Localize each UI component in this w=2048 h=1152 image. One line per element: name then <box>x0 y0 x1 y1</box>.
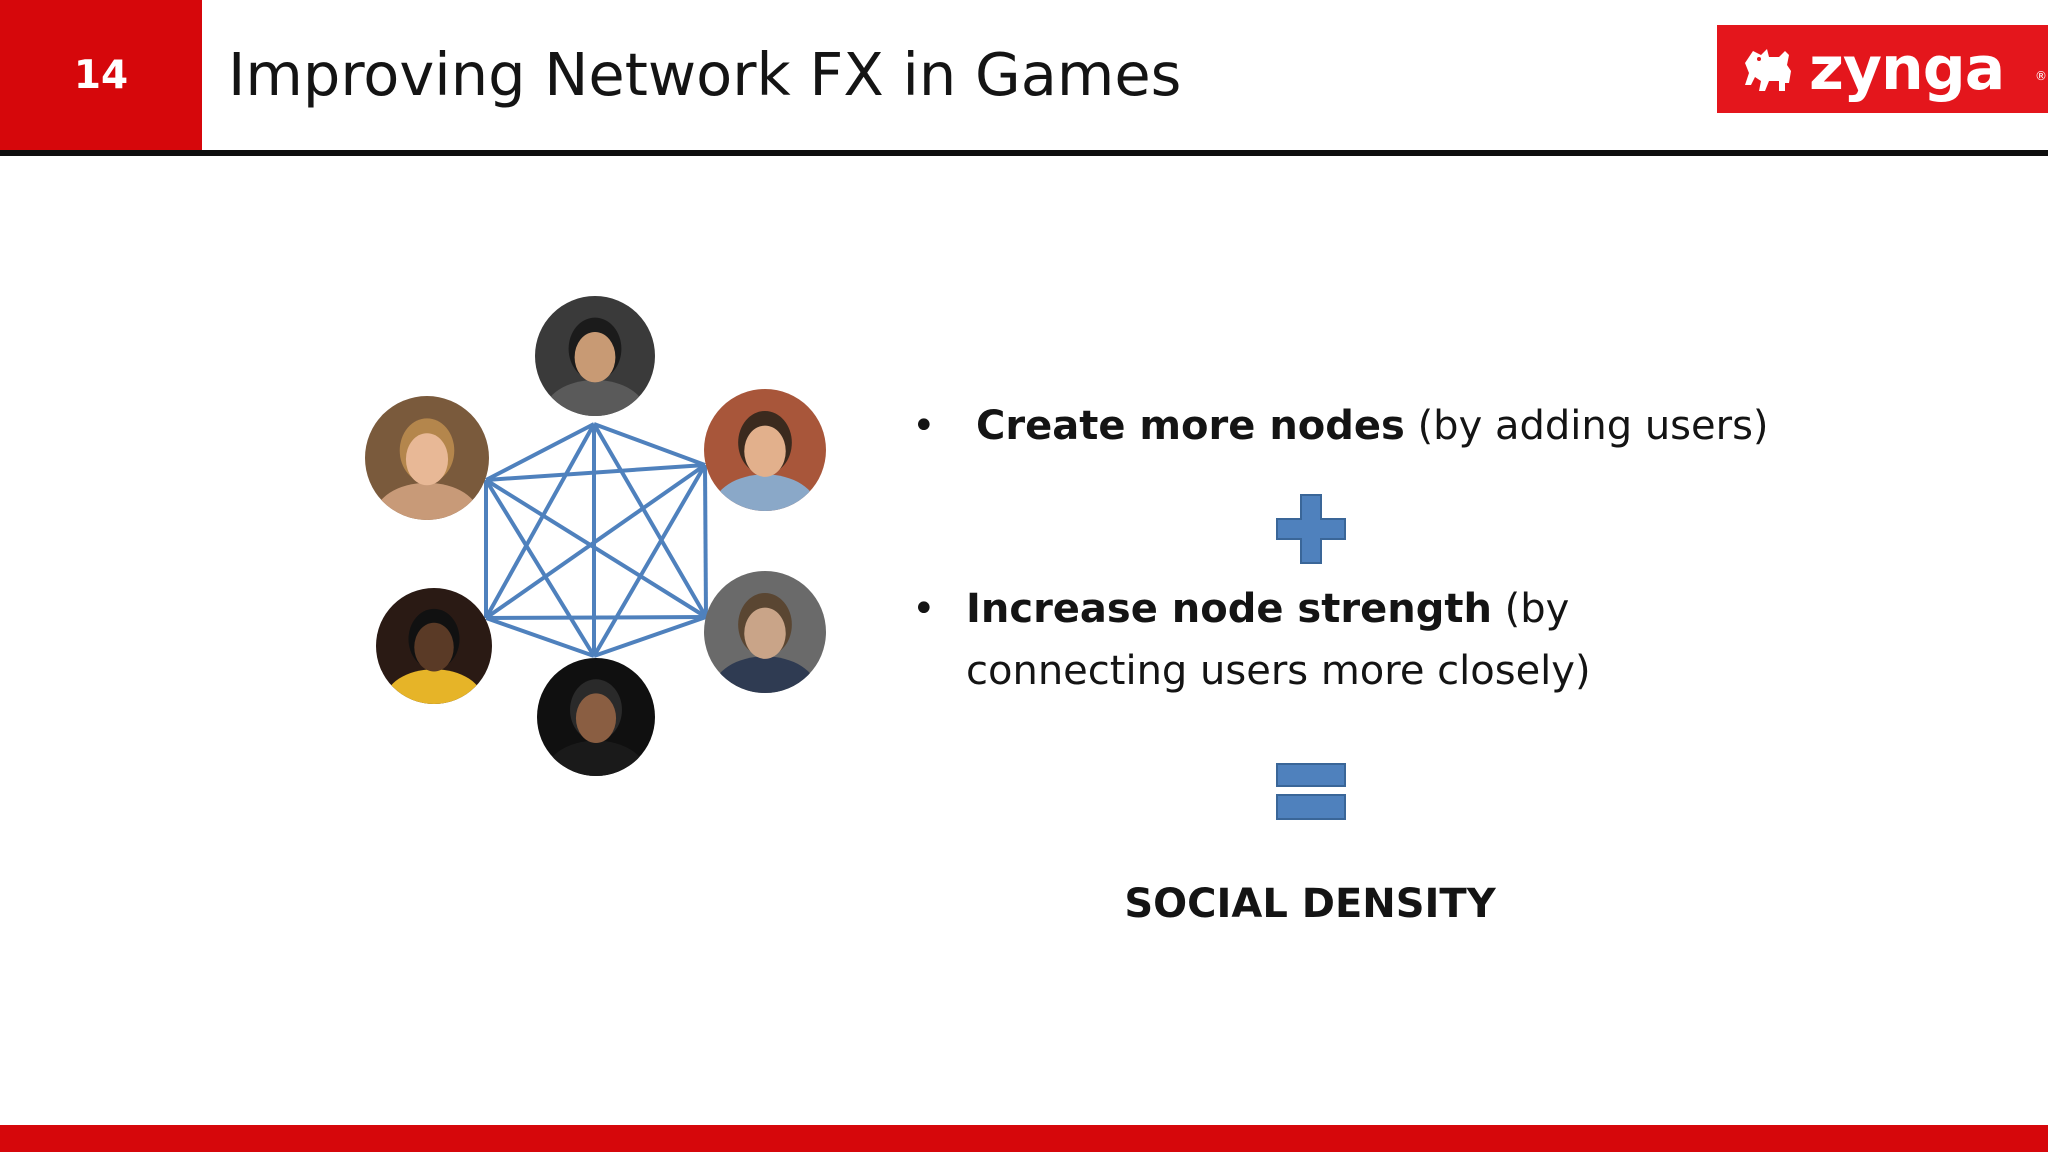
avatar <box>704 389 826 511</box>
network-edge <box>484 463 707 620</box>
plus-icon <box>1276 494 1346 564</box>
network-edge <box>484 423 596 619</box>
bullet-bold: Create more nodes <box>976 403 1405 449</box>
bullet-rest: (by connecting users more closely) <box>966 586 1591 694</box>
footer-bar <box>0 1125 2048 1152</box>
network-edge <box>484 478 708 619</box>
header-rule <box>0 150 2048 156</box>
result-label: SOCIAL DENSITY <box>1124 881 1496 927</box>
network-edge <box>485 615 707 620</box>
avatar <box>537 658 655 776</box>
avatar <box>535 296 655 416</box>
network-edge <box>593 615 707 658</box>
bullet-marker: • <box>912 403 936 449</box>
bullet-text: Create more nodes (by adding users) <box>976 395 1796 457</box>
bullet-text: Increase node strength (by connecting us… <box>966 578 1646 702</box>
avatar-group <box>365 296 826 776</box>
bullet-marker: • <box>912 586 936 632</box>
network-edge <box>592 463 707 658</box>
equals-icon <box>1276 763 1346 820</box>
avatar <box>365 396 489 520</box>
dog-icon <box>1745 49 1791 91</box>
avatar <box>704 571 826 693</box>
avatar <box>376 588 492 704</box>
zynga-logo: zynga ® <box>1717 25 2048 113</box>
network-edge <box>485 463 706 482</box>
bullet-rest: (by adding users) <box>1404 403 1769 449</box>
network-edge <box>484 478 596 658</box>
network-edge <box>592 422 708 619</box>
registered-mark: ® <box>2035 69 2047 83</box>
network-edge <box>593 422 706 467</box>
logo-text: zynga <box>1809 34 2005 104</box>
bullet-bold: Increase node strength <box>966 586 1492 632</box>
network-edge <box>485 616 595 658</box>
network-edge <box>703 464 708 618</box>
network-edge <box>485 422 595 482</box>
slide-number: 14 <box>0 0 202 150</box>
network-edges <box>484 422 708 658</box>
slide-title: Improving Network FX in Games <box>228 40 1182 109</box>
